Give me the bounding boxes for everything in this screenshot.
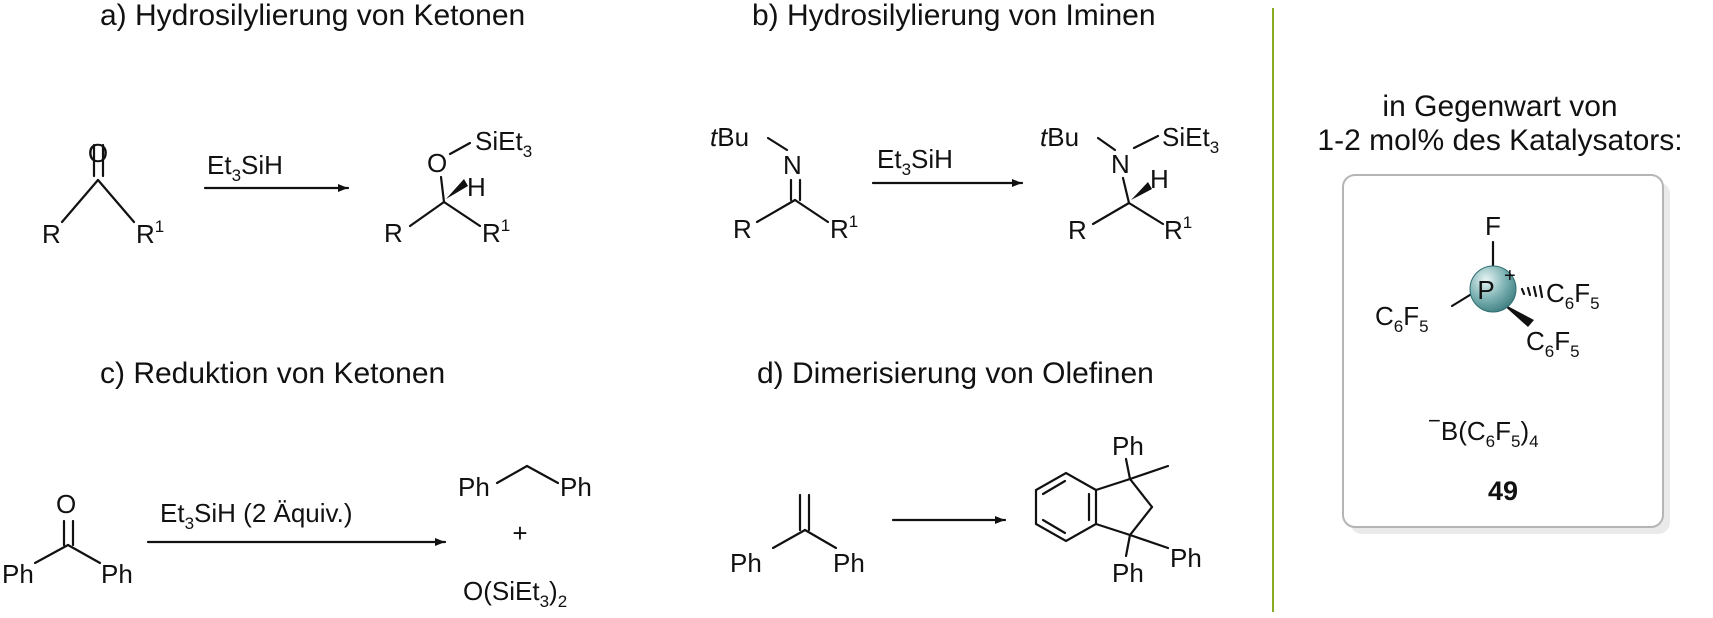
- phosphorus-sphere: [1469, 265, 1517, 313]
- reaction-arrow-c: Et3SiH (2 Äquiv.): [146, 498, 447, 546]
- ketone-a-structure: O R R1: [42, 138, 164, 249]
- reagent-b: Et3SiH: [877, 144, 953, 179]
- atom-ph: Ph: [458, 472, 490, 502]
- products-c: Ph Ph + O(SiEt3)2: [458, 464, 592, 611]
- atom-r: R: [384, 218, 403, 248]
- atom-r: R: [42, 219, 61, 249]
- benzophenone-structure: O Ph Ph: [2, 489, 133, 589]
- wedge-bond: [1500, 302, 1534, 327]
- atom-ph: Ph: [560, 472, 592, 502]
- atom-ph: Ph: [1112, 558, 1144, 588]
- atom-n: N: [783, 150, 802, 180]
- atom-o: O: [88, 138, 108, 168]
- atom-r1: R1: [482, 216, 510, 248]
- atom-r1: R1: [1164, 213, 1192, 245]
- plus-charge: +: [1504, 265, 1516, 287]
- atom-r: R: [1068, 215, 1087, 245]
- atom-f: F: [1485, 211, 1501, 241]
- atom-ph: Ph: [1112, 431, 1144, 461]
- catalyst-caption-line2: 1-2 mol% des Katalysators:: [1317, 124, 1682, 157]
- atom-tbu: tBu: [1040, 122, 1079, 152]
- atom-o: O: [56, 489, 76, 519]
- diphenylethylene-structure: Ph Ph: [730, 493, 865, 578]
- atom-ph: Ph: [2, 559, 34, 589]
- indane-product-structure: Ph Ph Ph: [1034, 431, 1202, 588]
- atom-r1: R1: [136, 217, 164, 249]
- atom-ph: Ph: [1170, 543, 1202, 573]
- section-c: c) Reduktion von Ketonen O Ph Ph Et3SiH …: [2, 357, 592, 611]
- siloxane-label: O(SiEt3)2: [463, 576, 567, 611]
- catalyst-panel: in Gegenwart von 1-2 mol% des Katalysato…: [1317, 90, 1683, 534]
- section-a: a) Hydrosilylierung von Ketonen O R R1 E…: [42, 0, 532, 249]
- reaction-arrow-b: Et3SiH: [871, 144, 1024, 187]
- atom-r1: R1: [830, 212, 858, 244]
- atom-h: H: [467, 172, 486, 202]
- imine-structure: tBu N R R1: [710, 122, 858, 244]
- compound-number: 49: [1488, 476, 1518, 506]
- section-b: b) Hydrosilylierung von Iminen tBu N R R…: [710, 0, 1219, 245]
- section-a-title: a) Hydrosilylierung von Ketonen: [100, 0, 525, 32]
- reagent-a: Et3SiH: [207, 150, 283, 185]
- atom-tbu: tBu: [710, 122, 749, 152]
- section-b-title: b) Hydrosilylierung von Iminen: [752, 0, 1156, 32]
- amine-product-structure: tBu N SiEt3 H R R1: [1040, 122, 1219, 245]
- hashed-bond: [1520, 284, 1544, 299]
- section-d-title: d) Dimerisierung von Olefinen: [757, 357, 1154, 390]
- atom-ph: Ph: [730, 548, 762, 578]
- atom-ph: Ph: [101, 559, 133, 589]
- atom-r: R: [733, 214, 752, 244]
- atom-h: H: [1150, 164, 1169, 194]
- atom-n: N: [1111, 149, 1130, 179]
- section-c-title: c) Reduktion von Ketonen: [100, 357, 445, 390]
- atom-o: O: [427, 148, 447, 178]
- atom-ph: Ph: [833, 548, 865, 578]
- catalyst-box: [1342, 174, 1664, 528]
- reagent-c: Et3SiH (2 Äquiv.): [160, 498, 353, 533]
- section-d: d) Dimerisierung von Olefinen Ph Ph: [730, 357, 1202, 588]
- catalyst-caption-line1: in Gegenwart von: [1382, 90, 1617, 123]
- borate-anion: −B(C6F5)4: [1428, 408, 1539, 451]
- atom-sieт3: SiEt3: [475, 126, 532, 161]
- plus-sign: +: [512, 518, 527, 548]
- reaction-arrow-a: Et3SiH: [203, 150, 350, 192]
- product-a-structure: O H SiEt3 R R1: [384, 126, 532, 248]
- atom-sieт3: SiEt3: [1162, 122, 1219, 157]
- atom-p: P: [1477, 275, 1494, 305]
